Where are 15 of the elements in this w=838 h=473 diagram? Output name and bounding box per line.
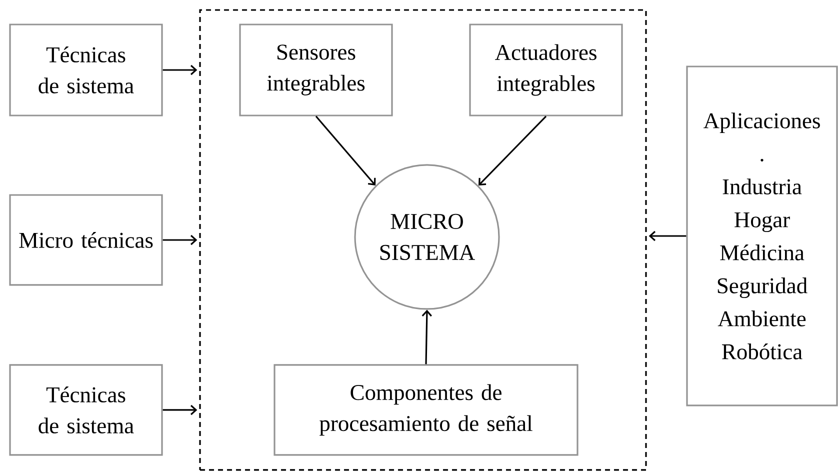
arrow [162, 404, 198, 416]
process-box: Componentes de procesamiento de señal [274, 364, 578, 456]
arrow [478, 116, 547, 186]
arrow [315, 116, 376, 186]
arrow [422, 310, 432, 364]
process-box: Aplicaciones . Industria Hogar Médicina Seguridad Ambiente Robótica [686, 66, 838, 406]
process-box: Actuadores integrables [469, 24, 623, 116]
arrow [648, 230, 686, 242]
arrow [162, 64, 198, 76]
process-box: Técnicas de sistema [9, 24, 163, 116]
arrow [162, 234, 198, 246]
dashed-frame [199, 9, 647, 471]
process-box: Micro técnicas [9, 194, 163, 286]
process-box: Sensores integrables [239, 24, 393, 116]
process-box: Técnicas de sistema [9, 364, 163, 456]
